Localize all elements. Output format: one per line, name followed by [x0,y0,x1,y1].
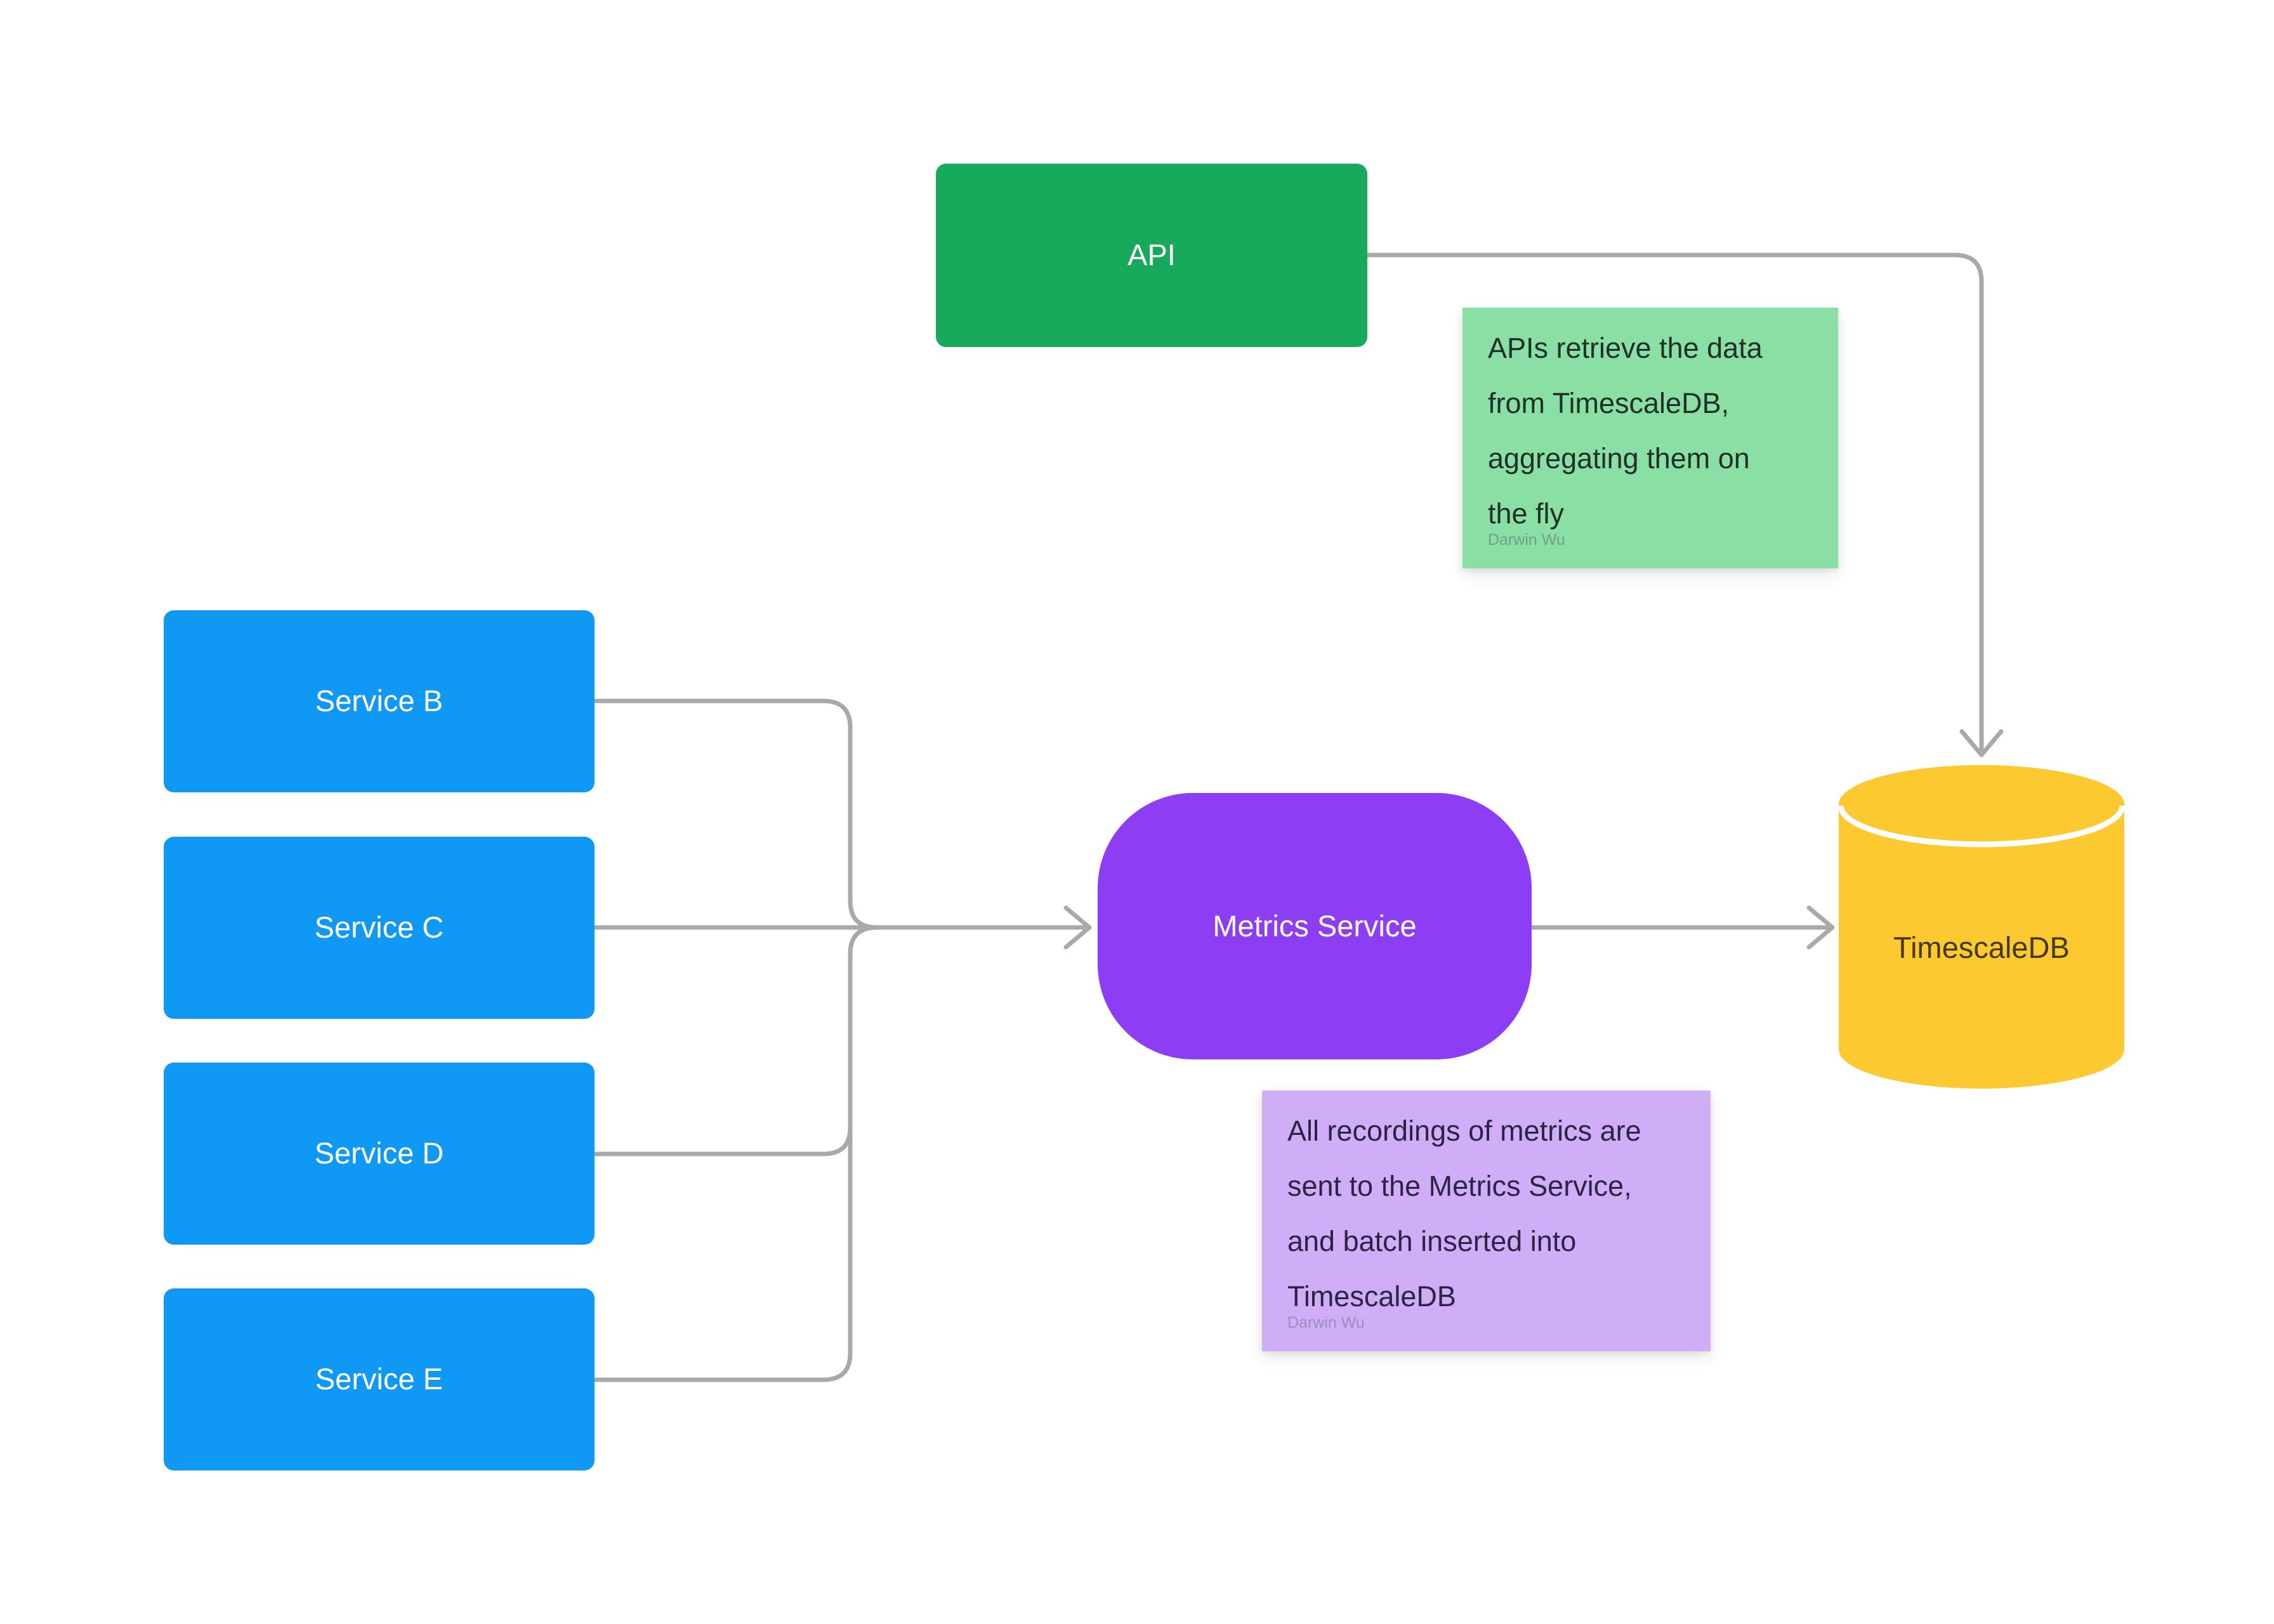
service-c-label: Service C [314,910,444,945]
note-line: aggregating them on [1488,442,1750,475]
service-e-label: Service E [315,1362,444,1396]
api-sticky-note[interactable]: APIs retrieve the data from TimescaleDB,… [1462,308,1838,568]
wire-service-d [592,1125,853,1156]
wire-api-to-db [1365,252,1984,757]
note-line: All recordings of metrics are [1287,1115,1641,1147]
api-node[interactable]: API [936,164,1367,347]
arrowhead-into-metrics-icon [1063,905,1092,950]
arrowhead-into-db-side-icon [1806,905,1835,950]
metrics-service-node[interactable]: Metrics Service [1098,793,1532,1059]
note-line: from TimescaleDB, [1488,387,1730,419]
connector-api-to-db[interactable] [1365,252,2004,757]
timescaledb-node[interactable]: TimescaleDB [1839,765,2124,1089]
service-b-node[interactable]: Service B [164,610,595,792]
service-d-label: Service D [314,1136,444,1170]
database-cylinder-icon [1839,765,2124,1089]
service-d-node[interactable]: Service D [164,1063,595,1245]
connector-metrics-to-db[interactable] [1529,905,1835,950]
metrics-sticky-note[interactable]: All recordings of metrics are sent to th… [1262,1090,1711,1351]
note-line: and batch inserted into [1287,1225,1577,1257]
note-author: Darwin Wu [1488,531,1565,549]
api-label: API [1127,238,1176,272]
wire-service-e [592,925,879,1382]
note-line: APIs retrieve the data [1488,332,1763,364]
arrowhead-into-db-top-icon [1959,729,2004,757]
note-line: TimescaleDB [1287,1280,1456,1313]
timescaledb-label: TimescaleDB [1893,931,2070,964]
metrics-service-label: Metrics Service [1213,908,1417,943]
note-line: the fly [1488,497,1565,530]
note-author: Darwin Wu [1287,1314,1365,1332]
note-line: sent to the Metrics Service, [1287,1170,1632,1202]
connector-services-to-metrics[interactable] [592,698,1092,1382]
service-c-node[interactable]: Service C [164,837,595,1019]
service-e-node[interactable]: Service E [164,1288,595,1470]
wire-service-b [592,698,879,930]
service-b-label: Service B [315,684,444,718]
